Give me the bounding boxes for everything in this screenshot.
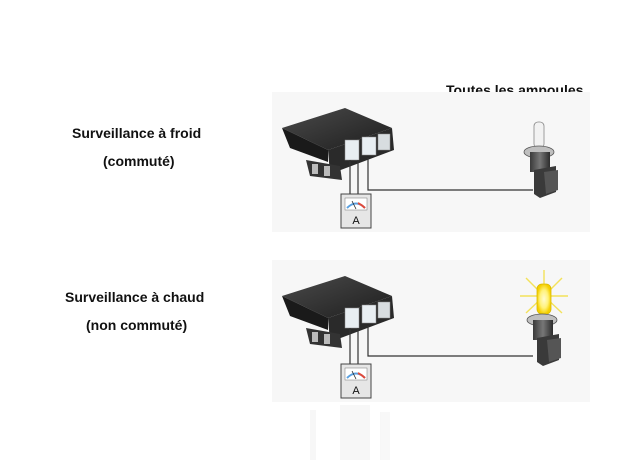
cold-ammeter: A bbox=[340, 193, 372, 229]
hot-wires bbox=[349, 326, 533, 366]
cold-control-module bbox=[282, 108, 394, 180]
hot-monitoring-subtitle: (non commuté) bbox=[86, 317, 188, 333]
hot-control-module bbox=[282, 276, 394, 348]
hot-ammeter: A bbox=[340, 363, 372, 399]
cold-monitoring-subtitle: (commuté) bbox=[103, 153, 175, 169]
cold-wires bbox=[349, 158, 533, 196]
hot-bulb bbox=[520, 270, 568, 366]
hot-ammeter-symbol: A bbox=[352, 385, 360, 397]
hot-monitoring-title: Surveillance à chaud bbox=[65, 289, 205, 305]
cold-monitoring-title: Surveillance à froid bbox=[72, 125, 202, 141]
cold-ammeter-symbol: A bbox=[352, 215, 360, 227]
faded-reflection bbox=[310, 405, 390, 460]
cold-bulb bbox=[523, 121, 558, 198]
